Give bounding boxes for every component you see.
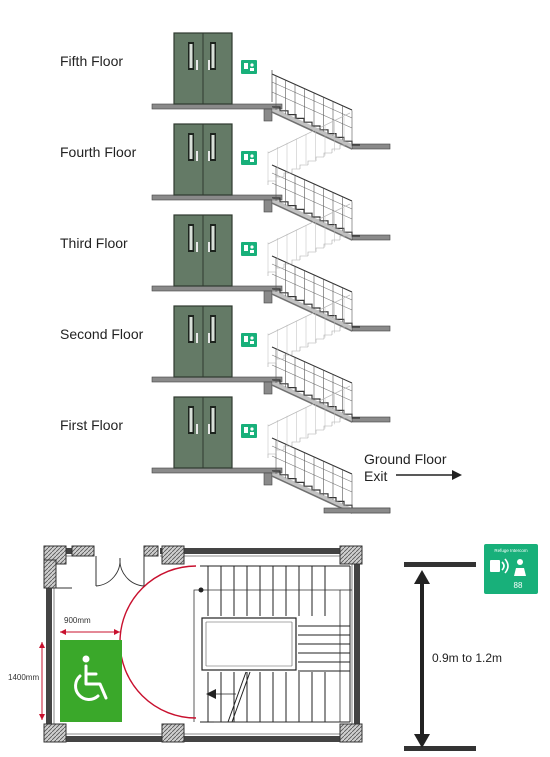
intercom-sign-small: [241, 424, 257, 438]
intercom-sign-small: [241, 60, 257, 74]
double-door: [173, 32, 233, 105]
floor-1: [151, 385, 391, 514]
height-range-label: 0.9m to 1.2m: [432, 651, 502, 665]
floor-2: [151, 294, 391, 423]
double-door: [173, 396, 233, 469]
floor-slab: [151, 467, 283, 474]
height-dimension-label: 1400mm: [8, 673, 39, 682]
double-door: [173, 123, 233, 196]
column: [161, 723, 185, 743]
wheelchair-icon: [74, 655, 108, 701]
floor-3: [151, 203, 391, 332]
refuge-space: [60, 640, 122, 722]
double-door: [173, 305, 233, 378]
floor-5: [151, 32, 391, 150]
staircase: [267, 203, 391, 332]
floor-label: Fifth Floor: [60, 53, 124, 69]
exit-label-line2: Exit: [364, 468, 388, 484]
column: [339, 723, 363, 743]
intercom-sign-small: [241, 333, 257, 347]
floor-label: Second Floor: [60, 326, 144, 342]
stair-well: [201, 617, 297, 671]
height-dimension: [39, 642, 45, 720]
intercom-height-diagram: 0.9m to 1.2m: [404, 562, 502, 751]
phone-icon: [514, 559, 526, 576]
exit-arrow: [396, 470, 462, 480]
turning-circle: [119, 565, 197, 719]
intercom-sign-small: [241, 242, 257, 256]
floor-plan: 900mm 1400mm: [8, 545, 363, 743]
floor-label: Fourth Floor: [60, 144, 137, 160]
intercom-sign-number: 88: [514, 581, 523, 590]
column: [339, 545, 363, 565]
exit-label-line1: Ground Floor: [364, 451, 447, 467]
floor-slab: [151, 376, 283, 383]
staircase: [267, 294, 391, 423]
intercom-sign: Refuge Intercom 88: [484, 544, 538, 594]
speaker-icon: [490, 558, 509, 574]
intercom-sign-small: [241, 151, 257, 165]
staircase: [267, 112, 391, 241]
ground-floor-exit-label: Ground Floor Exit: [364, 451, 446, 485]
width-dimension-label: 900mm: [64, 616, 91, 625]
width-dimension: [60, 629, 120, 635]
floor-slab: [151, 103, 283, 110]
ground-landing: [323, 507, 391, 514]
intercom-sign-text: Refuge Intercom: [494, 548, 528, 553]
staircase: [271, 70, 391, 150]
floor-label: First Floor: [60, 417, 123, 433]
floor-slab: [151, 194, 283, 201]
floor-label: Third Floor: [60, 235, 128, 251]
floor-slab: [151, 285, 283, 292]
column: [161, 545, 185, 565]
floor-4: [151, 112, 391, 241]
column: [43, 723, 67, 743]
double-door: [173, 214, 233, 287]
staircase: [267, 385, 391, 514]
